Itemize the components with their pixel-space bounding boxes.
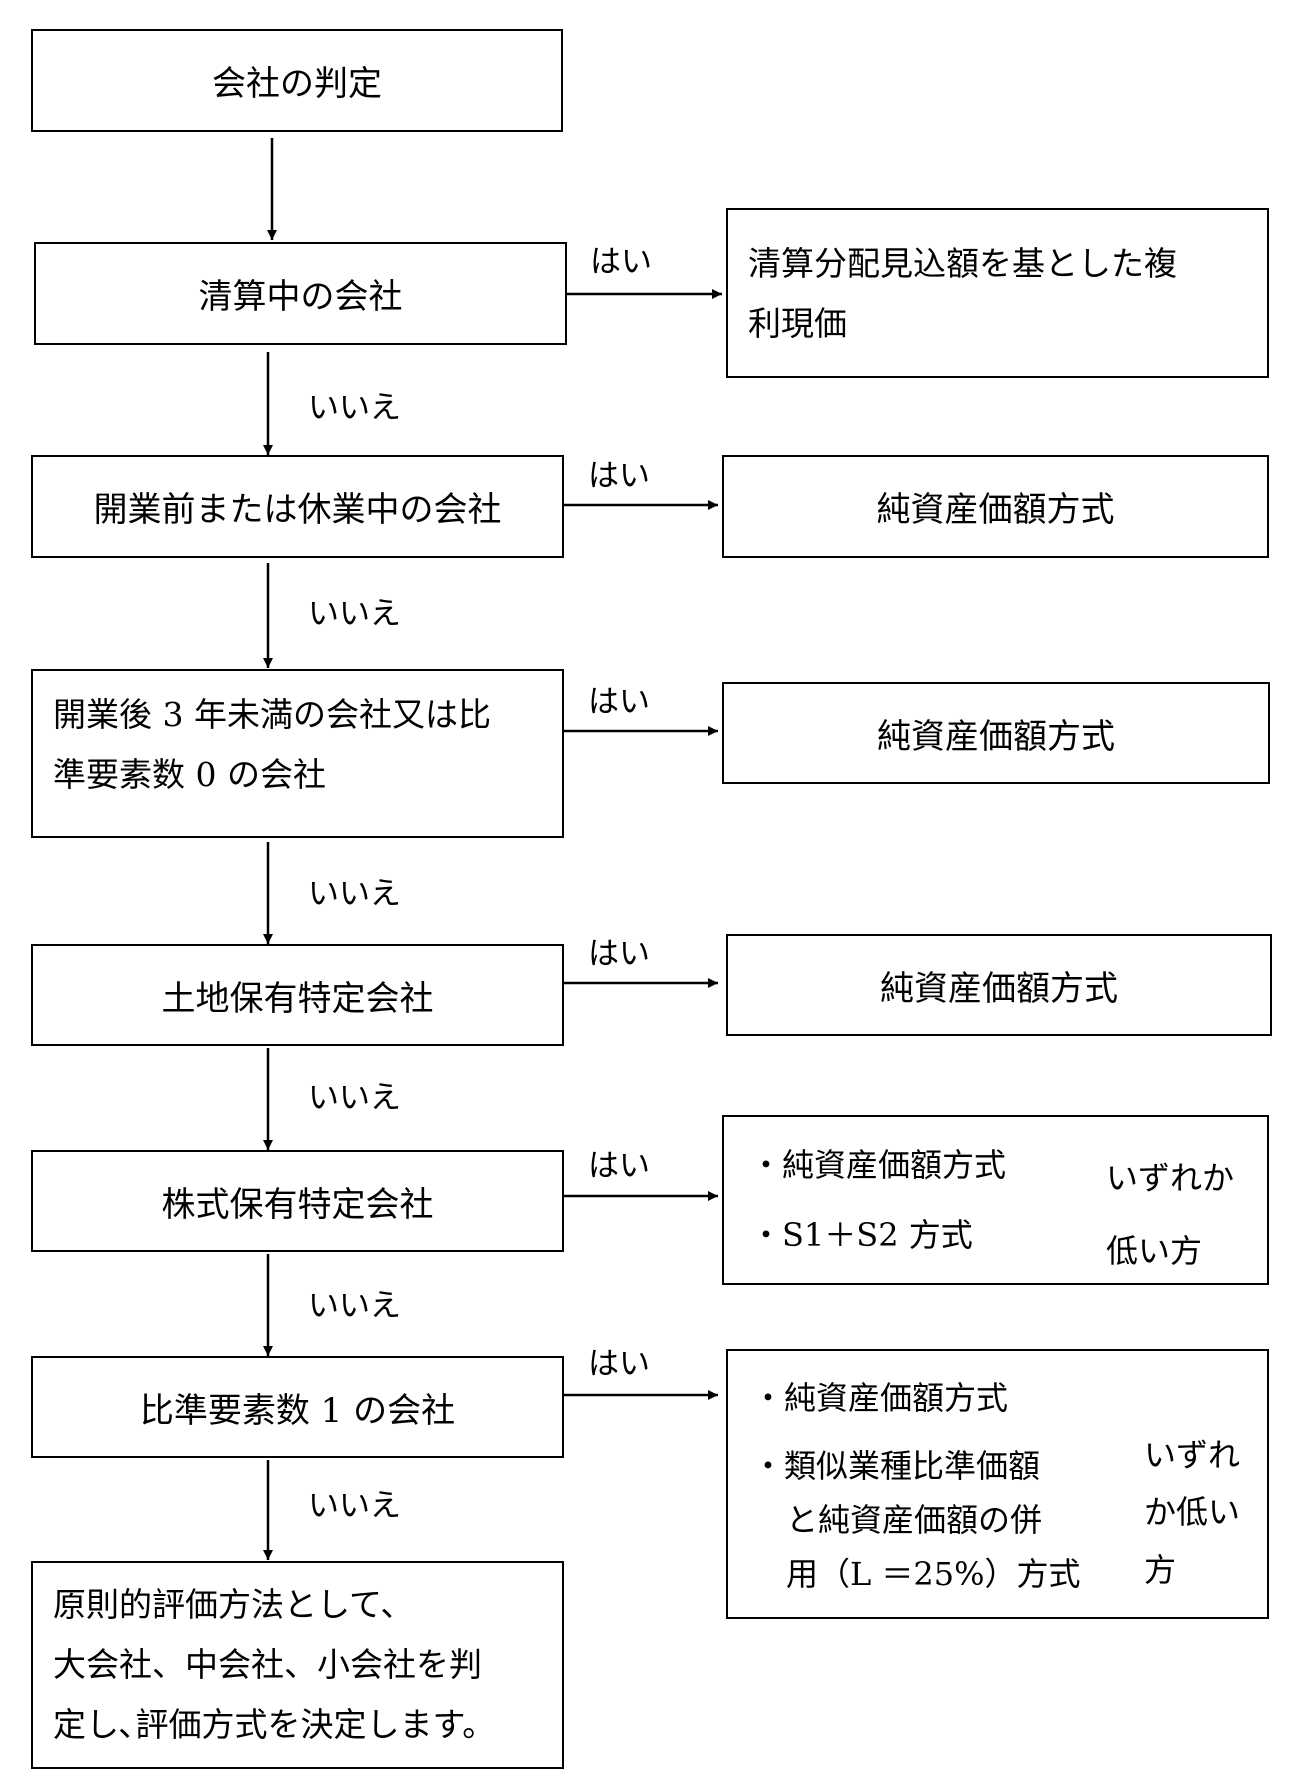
pre-or-suspended-text: 開業前または休業中の会社: [93, 490, 502, 530]
final-box: 原則的評価方法として、 大会社、中会社、小会社を判 定し､評価方式を決定します。: [31, 1561, 564, 1769]
net-assets-result-text-1: 純資産価額方式: [876, 490, 1115, 530]
no-label-5: いいえ: [308, 1288, 401, 1324]
under-three-years-box: 開業後 3 年未満の会社又は比 準要素数 0 の会社: [31, 669, 564, 838]
net-assets-result-box-1: 純資産価額方式: [722, 455, 1269, 558]
liquidation-text: 清算中の会社: [198, 277, 403, 317]
liquidation-result-line1: 清算分配見込額を基とした複: [748, 244, 1177, 283]
factor-one-result-item1: ・純資産価額方式: [752, 1379, 1009, 1417]
yes-label-6: はい: [588, 1346, 650, 1382]
no-label-1: いいえ: [308, 390, 401, 426]
factor-one-result-box: [726, 1349, 1269, 1619]
net-assets-result-text-3: 純資産価額方式: [880, 968, 1118, 1009]
final-line1: 原則的評価方法として、: [53, 1585, 414, 1624]
liquidation-box: 清算中の会社: [34, 242, 567, 345]
factor-one-text: 比準要素数 1 の会社: [139, 1390, 456, 1431]
final-line3: 定し､評価方式を決定します。: [53, 1705, 496, 1744]
land-holding-box: 土地保有特定会社: [31, 944, 564, 1046]
no-label-6: いいえ: [308, 1488, 401, 1524]
factor-one-result-item2b: と純資産価額の併: [786, 1501, 1043, 1539]
yes-label-4: はい: [588, 936, 650, 972]
stock-result-note2: 低い方: [1106, 1232, 1203, 1270]
under-three-years-line2: 準要素数 0 の会社: [53, 755, 326, 794]
net-assets-result-box-3: 純資産価額方式: [726, 934, 1272, 1036]
liquidation-result-box: 清算分配見込額を基とした複 利現価: [726, 208, 1269, 378]
stock-result-item2: ・S1＋S2 方式: [750, 1216, 973, 1254]
under-three-years-line1: 開業後 3 年未満の会社又は比: [53, 695, 491, 734]
land-holding-text: 土地保有特定会社: [161, 978, 434, 1019]
no-label-3: いいえ: [308, 876, 401, 912]
yes-label-1: はい: [590, 244, 652, 280]
start-text: 会社の判定: [212, 64, 382, 104]
net-assets-result-box-2: 純資産価額方式: [722, 682, 1270, 784]
pre-or-suspended-box: 開業前または休業中の会社: [31, 455, 564, 558]
stock-result-item1: ・純資産価額方式: [750, 1146, 1007, 1184]
factor-one-result-item2a: ・類似業種比準価額: [752, 1447, 1041, 1485]
stock-result-note1: いずれか: [1106, 1159, 1235, 1197]
liquidation-result-line2: 利現価: [748, 304, 847, 343]
factor-one-result-note1: いずれ: [1144, 1436, 1241, 1474]
final-line2: 大会社、中会社、小会社を判: [53, 1645, 482, 1684]
yes-label-5: はい: [588, 1148, 650, 1184]
yes-label-2: はい: [588, 458, 650, 494]
factor-one-result-note3: 方: [1144, 1551, 1177, 1589]
no-label-4: いいえ: [308, 1080, 401, 1116]
stock-holding-text: 株式保有特定会社: [161, 1184, 434, 1225]
yes-label-3: はい: [588, 684, 650, 720]
factor-one-box: 比準要素数 1 の会社: [31, 1356, 564, 1458]
stock-holding-box: 株式保有特定会社: [31, 1150, 564, 1252]
stock-result-box: [722, 1115, 1269, 1285]
start-box: 会社の判定: [31, 29, 563, 132]
factor-one-result-note2: か低い: [1144, 1493, 1241, 1531]
net-assets-result-text-2: 純資産価額方式: [877, 716, 1115, 757]
no-label-2: いいえ: [308, 596, 401, 632]
factor-one-result-item2c: 用（L ＝25%）方式: [786, 1555, 1081, 1593]
